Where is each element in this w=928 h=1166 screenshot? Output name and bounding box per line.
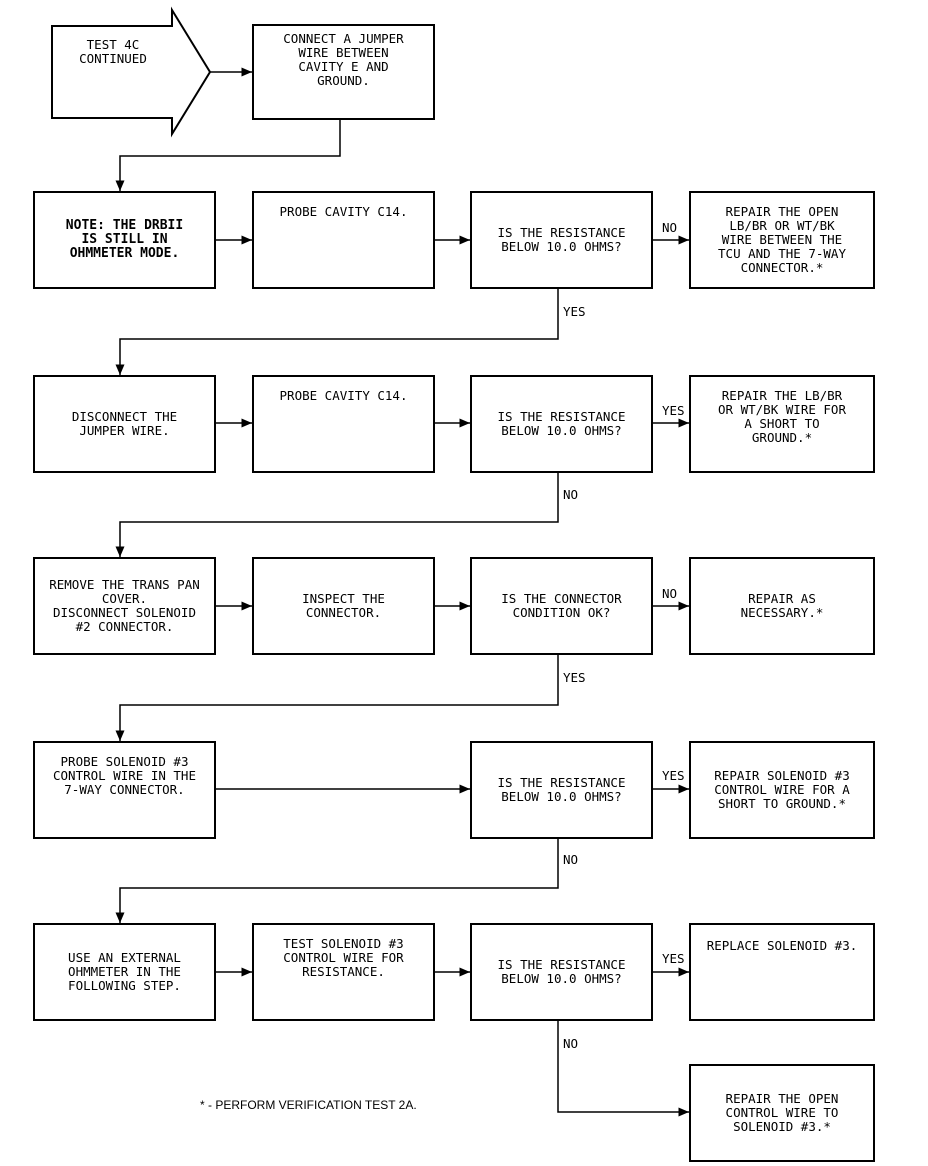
- resistance-question-box-1: IS THE RESISTANCE BELOW 10.0 OHMS?: [470, 191, 653, 289]
- footnote: * - PERFORM VERIFICATION TEST 2A.: [200, 1098, 417, 1112]
- yes-label-1: YES: [563, 304, 586, 319]
- note-box: NOTE: THE DRBII IS STILL IN OHMMETER MOD…: [33, 191, 216, 289]
- probe-solenoid-box: PROBE SOLENOID #3 CONTROL WIRE IN THE 7-…: [33, 741, 216, 839]
- replace-solenoid-box: REPLACE SOLENOID #3.: [689, 923, 875, 1021]
- inspect-connector-box: INSPECT THE CONNECTOR.: [252, 557, 435, 655]
- repair-solenoid-wire-box: REPAIR SOLENOID #3 CONTROL WIRE FOR A SH…: [689, 741, 875, 839]
- yes-label-4: YES: [662, 768, 685, 783]
- repair-as-necessary-box: REPAIR AS NECESSARY.*: [689, 557, 875, 655]
- no-label-1: NO: [662, 220, 678, 235]
- start-arrow-text: TEST 4C CONTINUED: [79, 37, 147, 66]
- start-arrow-shape: [51, 6, 212, 138]
- connector-condition-question-box: IS THE CONNECTOR CONDITION OK?: [470, 557, 653, 655]
- resistance-question-box-2: IS THE RESISTANCE BELOW 10.0 OHMS?: [470, 375, 653, 473]
- probe-cavity-box-2: PROBE CAVITY C14.: [252, 375, 435, 473]
- connect-jumper-box: CONNECT A JUMPER WIRE BETWEEN CAVITY E A…: [252, 24, 435, 120]
- resistance-question-box-3: IS THE RESISTANCE BELOW 10.0 OHMS?: [470, 741, 653, 839]
- repair-open-control-wire-box: REPAIR THE OPEN CONTROL WIRE TO SOLENOID…: [689, 1064, 875, 1162]
- no-label-2: NO: [563, 487, 579, 502]
- use-external-ohmmeter-box: USE AN EXTERNAL OHMMETER IN THE FOLLOWIN…: [33, 923, 216, 1021]
- test-solenoid-box: TEST SOLENOID #3 CONTROL WIRE FOR RESIST…: [252, 923, 435, 1021]
- probe-cavity-box-1: PROBE CAVITY C14.: [252, 191, 435, 289]
- yes-label-3: YES: [563, 670, 586, 685]
- yes-label-5: YES: [662, 951, 685, 966]
- no-label-3: NO: [662, 586, 678, 601]
- disconnect-jumper-box: DISCONNECT THE JUMPER WIRE.: [33, 375, 216, 473]
- remove-trans-pan-box: REMOVE THE TRANS PAN COVER. DISCONNECT S…: [33, 557, 216, 655]
- resistance-question-box-4: IS THE RESISTANCE BELOW 10.0 OHMS?: [470, 923, 653, 1021]
- repair-open-wire-box: REPAIR THE OPEN LB/BR OR WT/BK WIRE BETW…: [689, 191, 875, 289]
- no-label-4: NO: [563, 852, 579, 867]
- repair-short-ground-box: REPAIR THE LB/BR OR WT/BK WIRE FOR A SHO…: [689, 375, 875, 473]
- yes-label-2: YES: [662, 403, 685, 418]
- no-label-5: NO: [563, 1036, 579, 1051]
